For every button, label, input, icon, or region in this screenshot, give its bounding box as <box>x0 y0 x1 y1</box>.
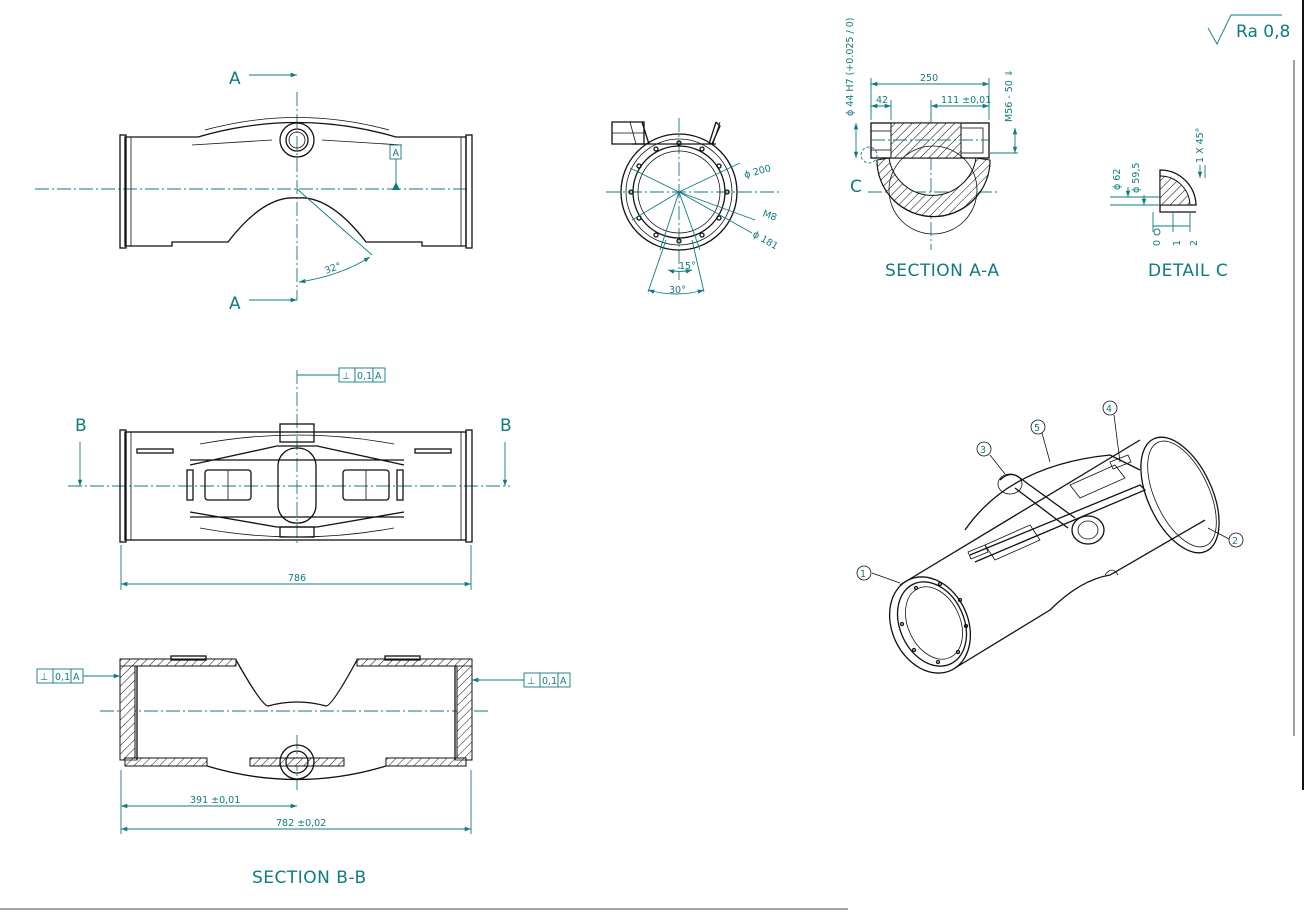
top-fcf-symbol: ⊥ <box>342 371 350 382</box>
secb-dim-391: 391 ±0,01 <box>190 795 240 806</box>
end-diameter-181: ϕ 181 <box>751 229 780 252</box>
detail-c-dia-62: ϕ 62 <box>1112 169 1123 190</box>
section-b-label-right: B <box>500 416 512 436</box>
front-view: A A A 32° <box>35 69 473 314</box>
balloon-3: 3 <box>980 445 986 456</box>
secb-dim-782: 782 ±0,02 <box>276 818 326 829</box>
end-diameter-200: ϕ 200 <box>743 163 772 181</box>
section-b-label-left: B <box>75 416 87 436</box>
secb-fcf-right-tol: 0,1 <box>542 676 557 687</box>
isometric-view: 1 2 3 4 5 <box>856 400 1244 674</box>
detail-c-dia-595: ϕ 59,5 <box>1131 163 1142 193</box>
end-view: ϕ 200 M8 ϕ 181 15° 30° <box>606 118 780 296</box>
top-length: 786 <box>288 573 306 584</box>
balloon-2: 2 <box>1232 536 1238 547</box>
secb-fcf-right-symbol: ⊥ <box>527 676 535 687</box>
detail-c-title: DETAIL C <box>1148 261 1228 281</box>
top-fcf-tol: 0,1 <box>357 371 372 382</box>
secb-fcf-left-symbol: ⊥ <box>40 672 48 683</box>
end-angle-30: 30° <box>669 285 686 296</box>
detail-c-view: ϕ 62 ϕ 59,5 1 X 45° 0 1 2 DETAIL C <box>1110 128 1228 281</box>
front-angle: 32° <box>323 261 343 277</box>
section-a-dim-111: 111 ±0,01 <box>941 95 991 106</box>
section-b-view: ⊥ 0,1 A ⊥ 0,1 A 391 ±0,01 782 ±0,02 SECT… <box>36 655 571 888</box>
section-a-dim-42: 42 <box>876 95 888 106</box>
detail-c-chamfer: 1 X 45° <box>1195 128 1206 163</box>
surface-finish-text: Ra 0,8 <box>1236 22 1290 42</box>
section-b-title: SECTION B-B <box>252 868 367 888</box>
secb-fcf-left-tol: 0,1 <box>55 672 70 683</box>
end-angle-15: 15° <box>679 261 696 272</box>
section-a-title: SECTION A-A <box>885 261 999 281</box>
front-datum-letter: A <box>393 148 400 159</box>
section-a-thread: M56 - 50 ⇓ <box>1004 69 1015 122</box>
section-a-bore: ϕ 44 H7 (+0.025 / 0) <box>845 18 856 116</box>
detail-c-tick-2: 2 <box>1189 240 1200 246</box>
surface-finish-symbol: Ra 0,8 <box>1207 14 1290 45</box>
section-a-label-top: A <box>229 69 241 89</box>
detail-c-tick-0: 0 <box>1152 240 1163 246</box>
secb-fcf-right-datum: A <box>560 676 567 687</box>
detail-c-tick-1: 1 <box>1172 240 1183 246</box>
section-a-view: C 250 42 111 ±0,01 ϕ 44 H7 (+0.025 / 0) … <box>845 18 1018 281</box>
section-a-label-bottom: A <box>229 294 241 314</box>
end-thread: M8 <box>761 208 778 223</box>
top-view: ⊥ 0,1 A B B 786 <box>68 367 512 590</box>
top-fcf-datum: A <box>375 371 382 382</box>
secb-fcf-left-datum: A <box>73 672 80 683</box>
balloon-1: 1 <box>860 569 866 580</box>
balloon-4: 4 <box>1106 404 1112 415</box>
balloon-5: 5 <box>1034 423 1040 434</box>
section-a-dim-250: 250 <box>920 73 938 84</box>
detail-c-ref: C <box>850 177 862 197</box>
